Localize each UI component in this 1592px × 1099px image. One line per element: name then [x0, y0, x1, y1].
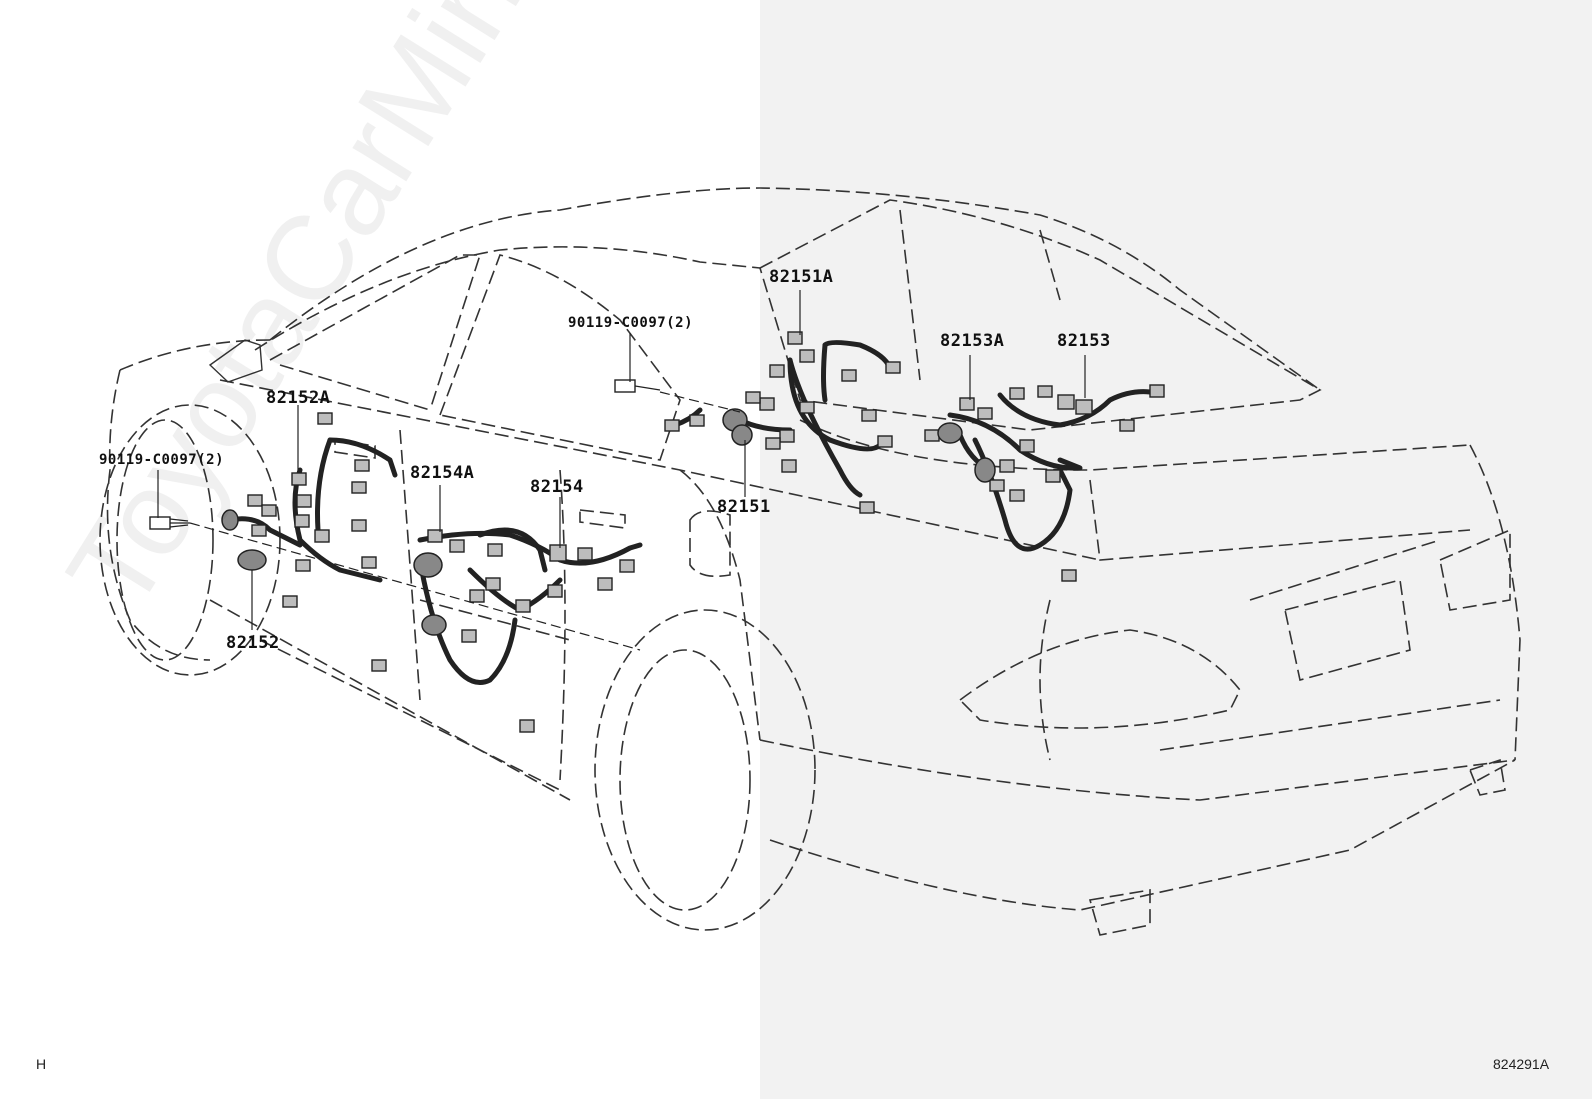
label-leaders	[157, 290, 1086, 630]
label-bolt-front: 90119-C0097(2)	[99, 452, 225, 468]
harness-82152-front-door	[221, 412, 398, 672]
side-mirror	[208, 339, 263, 383]
label-82151: 82151	[717, 497, 771, 517]
label-82152: 82152	[226, 633, 280, 653]
harness-82153-trunk-lid	[924, 384, 1165, 582]
bolt-rear	[614, 379, 661, 393]
footer-code: H	[36, 1056, 47, 1072]
figure-id: 824291A	[1493, 1056, 1550, 1072]
rear-wheel	[619, 649, 751, 911]
label-82154: 82154	[530, 477, 584, 497]
right-panel-background	[760, 0, 1592, 1099]
label-82151A: 82151A	[769, 267, 834, 287]
label-82153A: 82153A	[940, 331, 1005, 351]
harness-82151-trunk-center	[664, 331, 901, 514]
label-82153: 82153	[1057, 331, 1111, 351]
label-bolt-rear: 90119-C0097(2)	[568, 315, 694, 331]
label-82154A: 82154A	[410, 463, 475, 483]
label-82152A: 82152A	[266, 388, 331, 408]
front-wheel	[116, 419, 214, 661]
car-body-outline	[99, 187, 1521, 936]
bolt-front	[149, 516, 190, 530]
harness-82154-rear-door	[413, 527, 643, 733]
